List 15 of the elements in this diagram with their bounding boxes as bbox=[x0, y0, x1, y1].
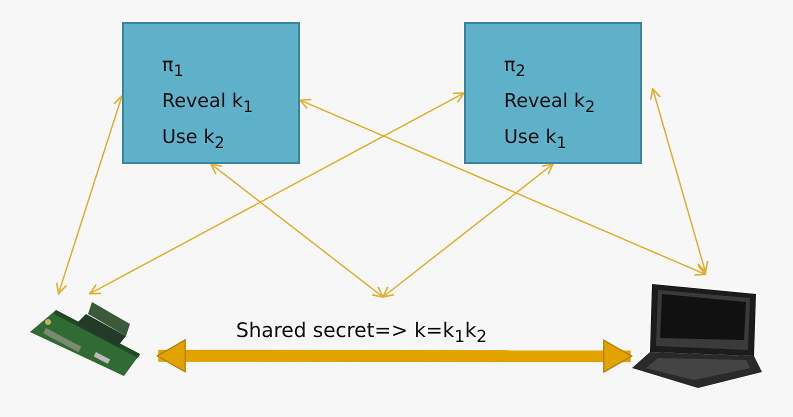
process-box bbox=[122, 22, 300, 164]
arrow bbox=[299, 98, 706, 276]
arrow bbox=[382, 163, 554, 298]
arrow bbox=[56, 95, 124, 294]
box-text: Reveal k$_{2}$ bbox=[504, 88, 596, 118]
arrow bbox=[650, 88, 708, 273]
box-text: π$_{1}$ bbox=[162, 53, 184, 82]
box-text: Use k$_{2}$ bbox=[162, 124, 225, 154]
box-text: Use k$_{1}$ bbox=[504, 124, 567, 154]
box-text: π$_{2}$ bbox=[504, 53, 526, 82]
box-text: Reveal k$_{1}$ bbox=[162, 88, 254, 118]
double-arrow bbox=[156, 339, 632, 373]
arrow bbox=[210, 163, 384, 298]
process-box bbox=[464, 22, 642, 164]
arrow bbox=[89, 92, 465, 294]
